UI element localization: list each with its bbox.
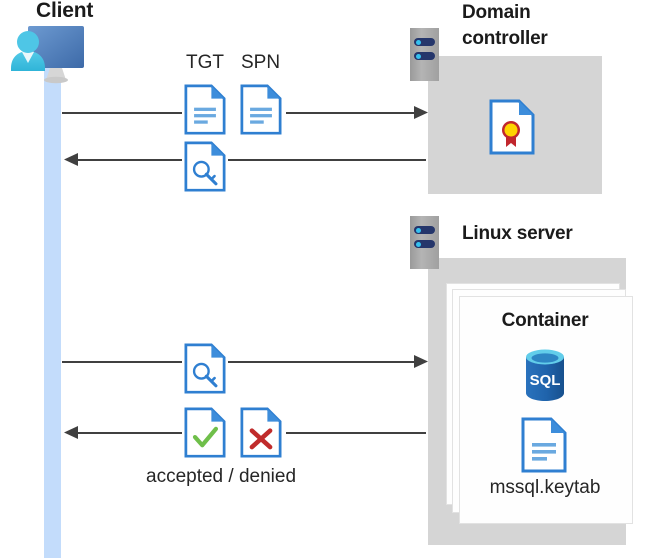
rack-led-icon <box>416 39 421 45</box>
rack-led-icon <box>416 241 421 247</box>
tgt-label: TGT <box>186 52 224 73</box>
client-lifeline <box>44 60 61 558</box>
rack-pill <box>414 38 435 46</box>
domain-controller-title-line1: Domain <box>462 2 531 23</box>
spn-label: SPN <box>241 52 281 73</box>
container-title: Container <box>501 310 589 331</box>
user-with-monitor-icon <box>11 26 84 84</box>
container-card-front <box>459 296 633 524</box>
linux-server-rack-icon <box>410 216 439 269</box>
client-title: Client <box>36 0 94 22</box>
sql-database-icon: SQL <box>526 349 564 401</box>
rack-pill <box>414 52 435 60</box>
keytab-document-icon <box>521 417 567 473</box>
certificate-document-icon <box>489 99 535 155</box>
message-3-arrowhead-right <box>414 355 428 368</box>
ticket-key-document-icon <box>184 141 226 192</box>
service-ticket-key-document-icon <box>184 343 226 394</box>
rack-led-icon <box>416 53 421 59</box>
message-2-line-right <box>228 159 426 161</box>
spn-document-icon <box>240 84 282 135</box>
tgt-document-icon <box>184 84 226 135</box>
sql-database-label: SQL <box>530 372 561 389</box>
rack-pill <box>414 240 435 248</box>
message-4-line-right <box>286 432 426 434</box>
message-4-line-left <box>76 432 182 434</box>
rack-led-icon <box>416 227 421 233</box>
message-4-arrowhead-left <box>64 426 78 439</box>
message-2-line-left <box>76 159 182 161</box>
message-3-line-right <box>228 361 418 363</box>
message-1-line-right <box>286 112 418 114</box>
message-3-line-left <box>62 361 182 363</box>
denied-cross-document-icon <box>240 407 282 458</box>
linux-server-title: Linux server <box>462 223 573 244</box>
rack-pill <box>414 226 435 234</box>
accepted-denied-caption: accepted / denied <box>146 466 297 487</box>
message-1-arrowhead-right <box>414 106 428 119</box>
domain-controller-server-rack-icon <box>410 28 439 81</box>
message-2-arrowhead-left <box>64 153 78 166</box>
domain-controller-title: Domain controller <box>462 0 632 52</box>
message-1-line-left <box>62 112 182 114</box>
keytab-filename-label: mssql.keytab <box>489 477 601 498</box>
domain-controller-title-line2: controller <box>462 28 548 49</box>
accepted-check-document-icon <box>184 407 226 458</box>
